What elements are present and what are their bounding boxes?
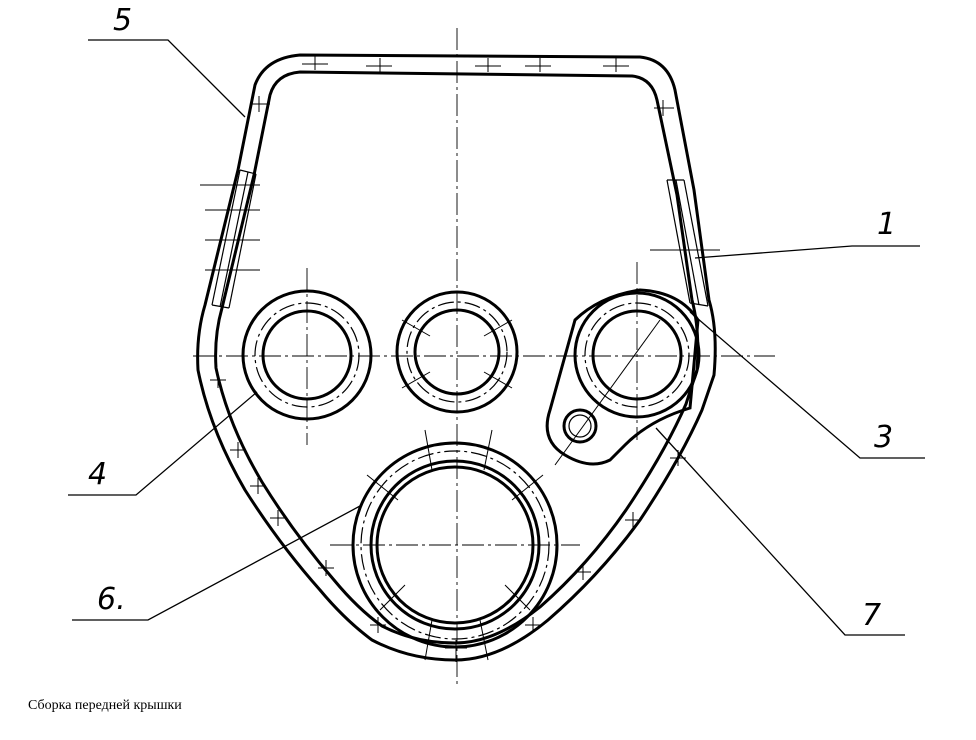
- drawing-caption: Сборка передней крышки: [28, 698, 182, 713]
- leader-4: [68, 391, 258, 496]
- leader-7: [655, 427, 905, 636]
- leader-5: [88, 39, 246, 118]
- hole-right: [545, 262, 701, 466]
- hole-left: [241, 268, 373, 445]
- outer-contour: [196, 53, 717, 662]
- callout-1: 1: [877, 207, 897, 242]
- callout-3: 3: [874, 420, 894, 455]
- leader-3: [689, 311, 925, 459]
- leader-lines: [68, 39, 925, 636]
- leader-1: [694, 245, 920, 259]
- hole-center: [395, 290, 519, 414]
- right-strip: [666, 179, 709, 307]
- callout-6: 6.: [97, 582, 126, 617]
- callout-4: 4: [88, 457, 108, 492]
- fastener-marks: [200, 56, 720, 662]
- leader-6: [72, 505, 361, 621]
- callout-5: 5: [113, 3, 133, 38]
- callout-7: 7: [862, 598, 882, 633]
- hole-large: [330, 429, 580, 661]
